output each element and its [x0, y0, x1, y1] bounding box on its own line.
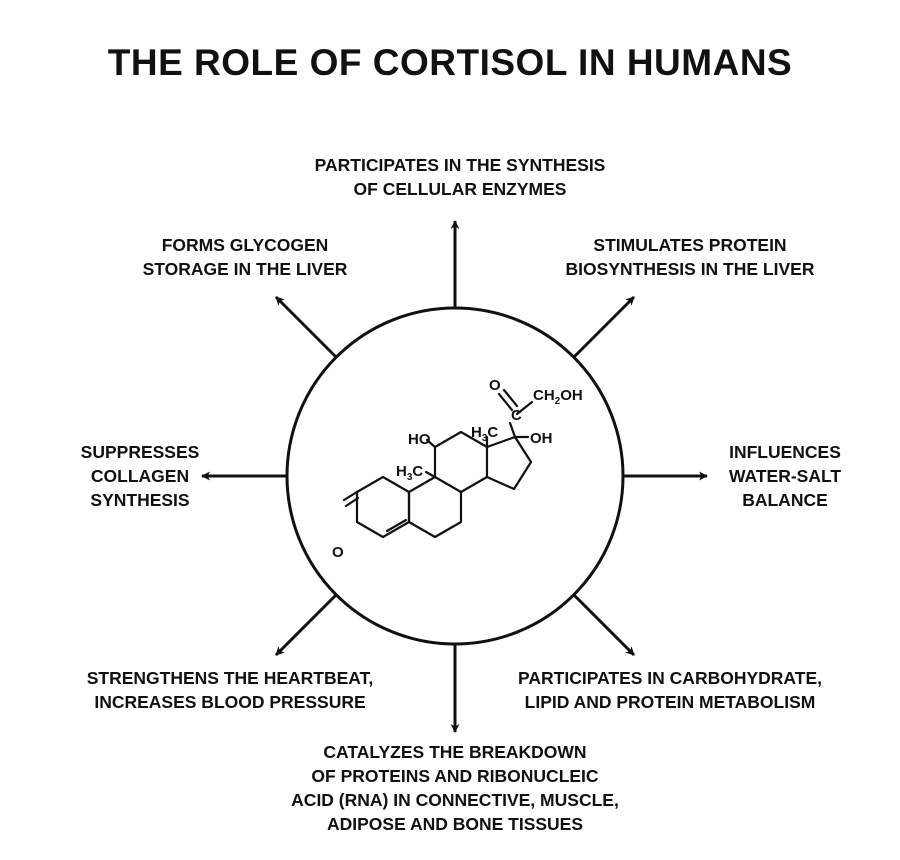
atom-keto-oxygen: O [332, 544, 344, 561]
atom-ch2oh: CH2OH [533, 387, 583, 407]
role-glycogen-storage: FORMS GLYCOGEN STORAGE IN THE LIVER [142, 235, 348, 279]
atom-c10-methyl: H3C [396, 463, 423, 483]
c20-to-c21-bond [515, 400, 534, 416]
c13-methyl-h: H [471, 424, 482, 441]
atom-side-oxygen: O [489, 377, 501, 394]
ch2oh-end: OH [560, 387, 583, 404]
ring-d [485, 435, 533, 491]
keto-bond-1 [342, 490, 359, 502]
c17-to-c20-bond [508, 421, 517, 439]
cortisol-structure [342, 388, 534, 539]
diagram-title: THE ROLE OF CORTISOL IN HUMANS [107, 42, 793, 83]
atom-c11-hydroxyl: HO [408, 431, 431, 448]
c13-methyl-sub: 3 [482, 433, 488, 444]
arrow-lower-right [572, 593, 636, 657]
role-heartbeat-blood-pressure: STRENGTHENS THE HEARTBEAT, INCREASES BLO… [86, 668, 374, 712]
c20-keto-bond-1 [497, 392, 514, 412]
ring-c [433, 430, 489, 494]
c20-keto-bond-2 [502, 388, 519, 408]
c13-methyl-c: C [487, 424, 498, 441]
atom-labels: O O C CH2OH OH H3C HO H3C [332, 377, 583, 561]
arrow-lower-left [274, 593, 338, 657]
ch2oh-sub: 2 [555, 396, 561, 407]
molecule-circle [285, 306, 625, 646]
role-enzyme-synthesis: PARTICIPATES IN THE SYNTHESIS OF CELLULA… [314, 155, 606, 199]
c10-methyl-bond [424, 470, 437, 479]
ch2oh-main: CH [533, 387, 555, 404]
ring-a-double-bond [385, 518, 408, 533]
c10-methyl-sub: 3 [407, 472, 413, 483]
atom-carbonyl-carbon: C [511, 407, 522, 424]
role-metabolism: PARTICIPATES IN CARBOHYDRATE, LIPID AND … [518, 668, 822, 712]
role-water-salt-balance: INFLUENCES WATER-SALT BALANCE [728, 442, 842, 510]
atom-c13-methyl: H3C [471, 424, 498, 444]
c11-hydroxyl-bond [425, 438, 437, 449]
keto-bond-2 [344, 496, 360, 508]
role-collagen-suppression: SUPPRESSES COLLAGEN SYNTHESIS [80, 442, 200, 510]
arrow-upper-right [572, 295, 636, 359]
arrow-upper-left [274, 295, 338, 359]
role-protein-rna-breakdown: CATALYZES THE BREAKDOWN OF PROTEINS AND … [291, 742, 619, 834]
ring-a [355, 475, 411, 539]
ring-b [407, 475, 463, 539]
c10-methyl-c: C [412, 463, 423, 480]
atom-c17-hydroxyl: OH [530, 430, 553, 447]
c10-methyl-h: H [396, 463, 407, 480]
role-protein-biosynthesis: STIMULATES PROTEIN BIOSYNTHESIS IN THE L… [565, 235, 815, 279]
